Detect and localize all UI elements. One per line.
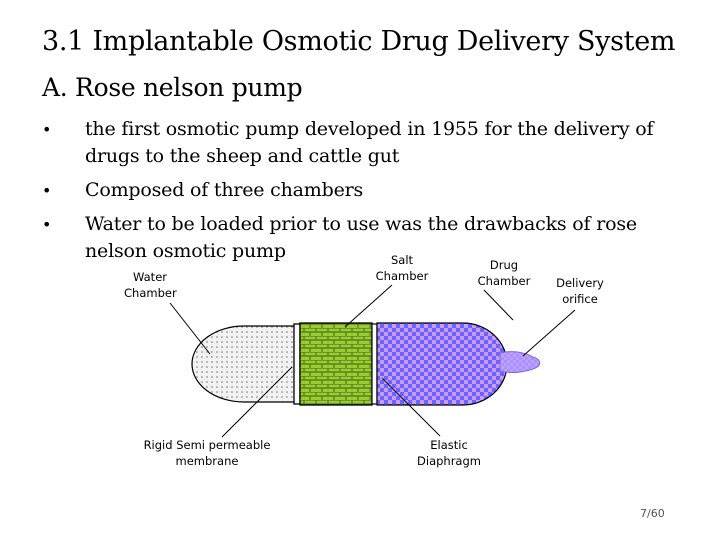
label-line: Diaphragm	[417, 454, 481, 468]
label-line: orifice	[562, 292, 598, 306]
elastic-diaphragm	[371, 323, 378, 405]
salt-chamber-pointer	[344, 284, 393, 328]
label-line: Rigid Semi permeable	[143, 438, 271, 452]
label-line: Chamber	[375, 269, 429, 283]
semipermeable-membrane	[293, 323, 301, 405]
bullet-item: • the first osmotic pump developed in 19…	[42, 116, 682, 170]
salt-chamber-label: Salt Chamber	[374, 252, 430, 284]
diaphragm-pointer	[381, 377, 441, 437]
bullet-icon: •	[42, 215, 52, 234]
slide-subtitle: A. Rose nelson pump	[42, 73, 303, 102]
bullet-item: • Composed of three chambers	[42, 177, 682, 204]
bullet-icon: •	[42, 120, 52, 139]
label-line: Drug	[489, 258, 519, 272]
label-line: Delivery	[556, 276, 604, 290]
bullet-text: Water to be loaded prior to use was the …	[85, 213, 637, 262]
bullet-list: • the first osmotic pump developed in 19…	[42, 116, 682, 272]
water-chamber-pointer	[169, 302, 211, 355]
label-line: Chamber	[124, 286, 177, 300]
label-line: Salt	[390, 253, 414, 267]
label-line: membrane	[175, 454, 239, 468]
page-number: 7/60	[640, 507, 665, 520]
membrane-label: Rigid Semi permeable membrane	[140, 437, 274, 469]
water-chamber-label: Water Chamber	[124, 269, 177, 301]
slide-title: 3.1 Implantable Osmotic Drug Delivery Sy…	[42, 26, 676, 57]
delivery-orifice-pointer	[522, 309, 576, 357]
drug-chamber-pointer	[483, 289, 514, 321]
water-chamber	[191, 325, 297, 403]
bullet-text: the first osmotic pump developed in 1955…	[85, 118, 654, 167]
bullet-text: Composed of three chambers	[85, 179, 364, 201]
diaphragm-label: Elastic Diaphragm	[416, 437, 482, 469]
membrane-pointer	[221, 366, 293, 438]
label-line: Chamber	[477, 274, 531, 288]
bullet-icon: •	[42, 181, 52, 200]
salt-chamber	[299, 322, 373, 406]
drug-chamber-label: Drug Chamber	[476, 257, 532, 289]
label-line: Water	[133, 270, 167, 284]
label-line: Elastic	[430, 438, 468, 452]
delivery-orifice	[499, 351, 541, 373]
delivery-orifice-label: Delivery orifice	[552, 275, 608, 307]
bullet-item: • Water to be loaded prior to use was th…	[42, 211, 682, 265]
